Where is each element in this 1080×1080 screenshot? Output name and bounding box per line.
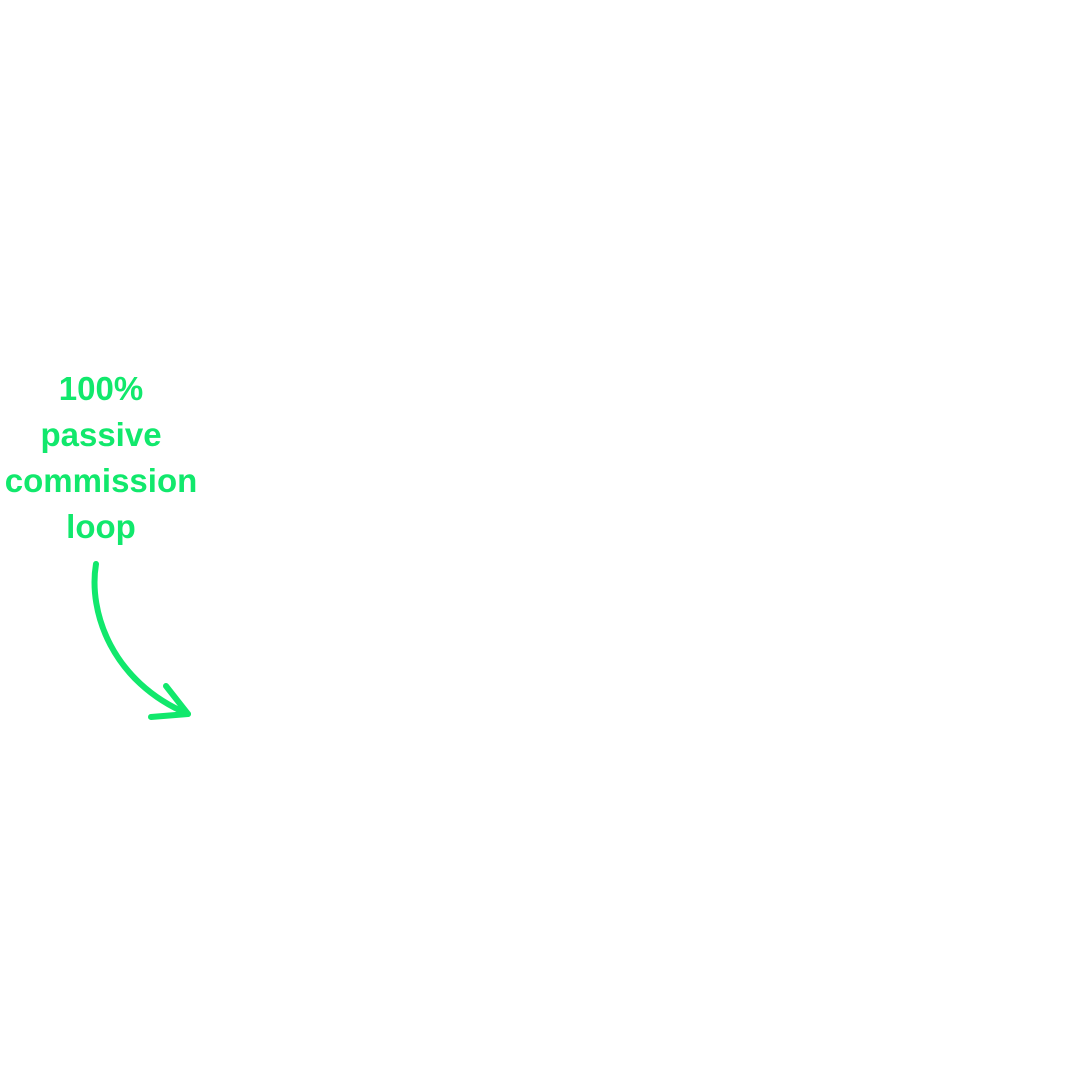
- curved-arrow-down-right-icon: [91, 561, 191, 720]
- caption-line-2: passive: [40, 416, 162, 453]
- caption-line-3: commission: [4, 462, 198, 499]
- caption-text: 100% passive commission loop: [0, 366, 202, 550]
- caption-line-1: 100%: [58, 370, 144, 407]
- caption-line-4: loop: [66, 508, 136, 545]
